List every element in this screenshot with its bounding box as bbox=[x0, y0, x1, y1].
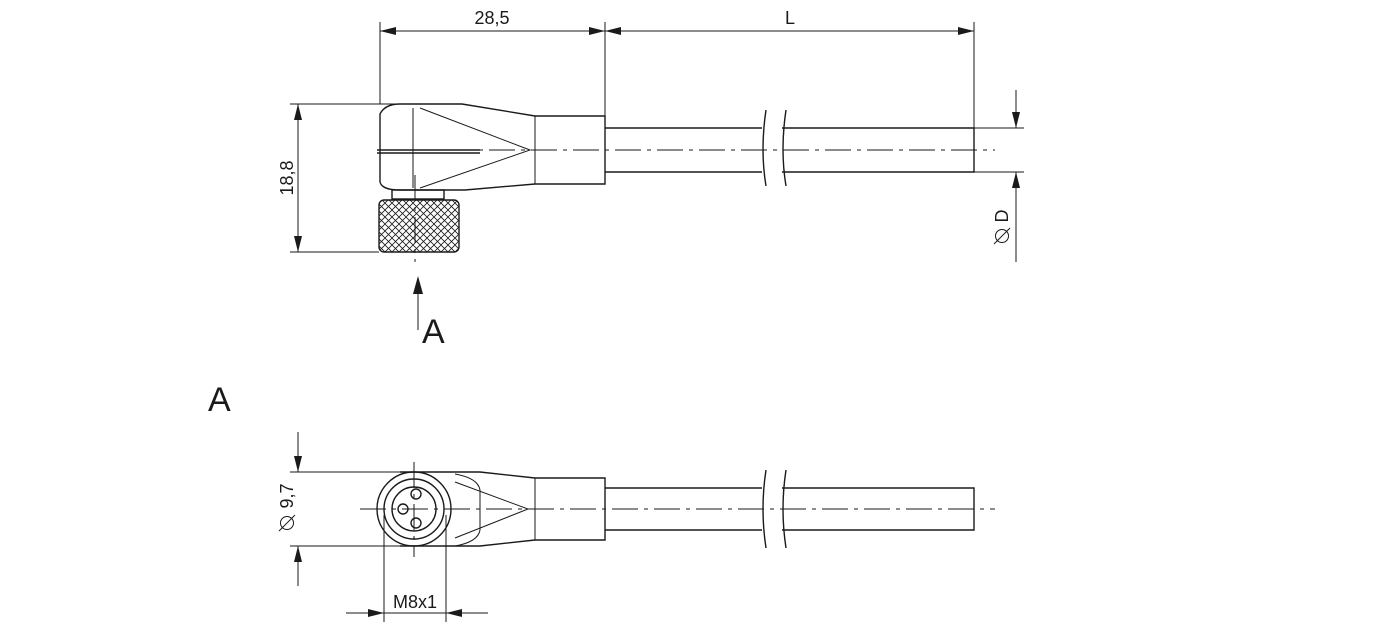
connector-neck bbox=[391, 189, 445, 200]
pin-contact bbox=[410, 517, 422, 529]
dimension-diameter-d: D bbox=[974, 90, 1024, 262]
dimension-label: L bbox=[785, 8, 795, 28]
cable-segment bbox=[605, 127, 762, 173]
dimension-thread: M8x1 bbox=[346, 515, 488, 622]
dimension-label: 9,7 bbox=[277, 483, 297, 508]
break-mark bbox=[762, 109, 767, 187]
dimension-18-8: 18,8 bbox=[277, 103, 400, 253]
view-title: A bbox=[208, 381, 231, 419]
dimension-diameter-9-7: 9,7 bbox=[277, 432, 414, 586]
dimension-label: 28,5 bbox=[474, 8, 509, 28]
dimension-length: L bbox=[605, 8, 975, 128]
housing-bevel bbox=[419, 107, 532, 189]
diameter-symbol bbox=[993, 227, 1011, 245]
dimension-label: 18,8 bbox=[277, 160, 297, 195]
dimension-label: D bbox=[992, 210, 1012, 223]
break-mark bbox=[782, 109, 787, 187]
housing-bevel bbox=[454, 481, 530, 539]
view-arrow-label: A bbox=[422, 313, 445, 351]
diameter-symbol bbox=[278, 514, 296, 532]
connector-housing bbox=[379, 103, 606, 191]
front-view: 9,7 M8x1 bbox=[277, 432, 995, 622]
dimension-28-5: 28,5 bbox=[379, 8, 606, 116]
view-arrow: A bbox=[413, 276, 445, 351]
knurled-nut bbox=[378, 199, 460, 253]
cable-segment bbox=[605, 487, 762, 531]
dimension-label: M8x1 bbox=[393, 592, 437, 612]
side-view: 28,5 L 18,8 bbox=[277, 8, 1024, 351]
housing-edge bbox=[454, 473, 481, 547]
pin-contact bbox=[410, 488, 422, 500]
